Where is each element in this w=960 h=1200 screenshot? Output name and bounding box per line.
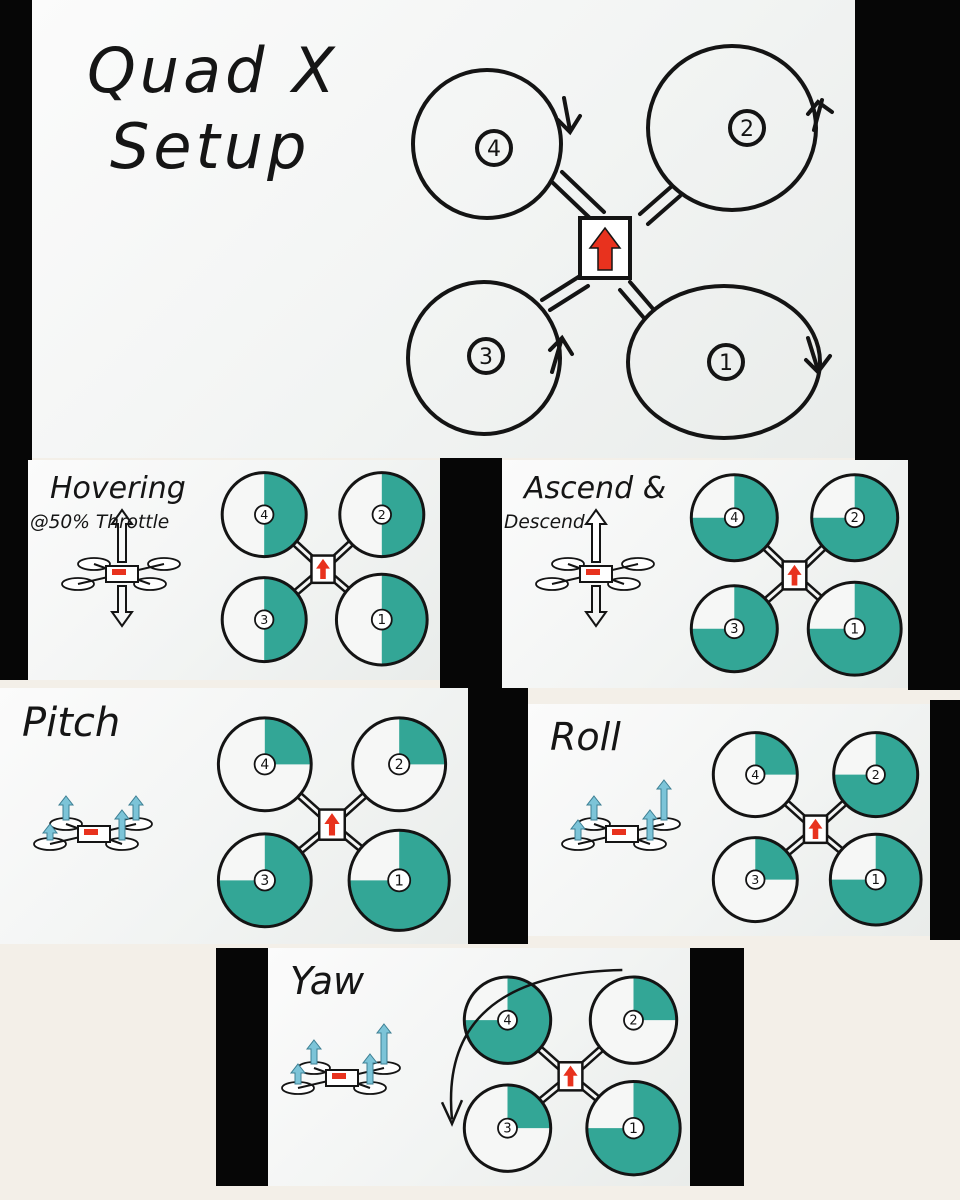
hover-motor-4-throttle (264, 472, 307, 557)
yaw-forward-arrow-icon (563, 1065, 578, 1087)
pitch-quad: 1 2 3 4 (216, 716, 451, 932)
yaw-motor-2-label: 2 (629, 1013, 637, 1028)
hover-mini-drone-icon (61, 508, 181, 628)
roll-motor-1-label: 1 (871, 872, 880, 888)
roll-motor-4-throttle (755, 732, 798, 775)
main-diagram: Quad X Setup 4 2 (87, 34, 834, 440)
ascend-motor-2-label: 2 (851, 511, 859, 526)
hover-motor-4-label: 4 (260, 507, 268, 522)
ascend-quad: 1 2 3 4 (689, 473, 903, 677)
pitch-motor-2-label: 2 (395, 757, 404, 773)
motor-4-prop (411, 68, 563, 220)
yaw-motor-2-prop (588, 975, 679, 1065)
ascend-motor-1-label: 1 (850, 621, 859, 637)
pitch-diagram: Pitch 1 2 3 4 (22, 700, 451, 932)
yaw-motor-3-prop (462, 1083, 553, 1173)
hover-motor-4-prop (220, 471, 308, 559)
yaw-motor-3-throttle (507, 1084, 551, 1129)
hover-motor-3-throttle (264, 577, 307, 662)
yaw-motor-3-label: 3 (503, 1121, 511, 1136)
ascend-motor-2-prop (810, 473, 900, 563)
motor-2-label: 2 (740, 117, 754, 142)
hover-forward-arrow-icon (316, 558, 330, 580)
hover-motor-2-throttle (381, 472, 424, 557)
ascend-diagram: Ascend & Descend 1 2 3 4 (504, 471, 903, 677)
roll-mini-drone-icon (561, 779, 681, 851)
panel-roll: Roll 1 2 3 4 (528, 704, 930, 936)
hover-subtitle: @50% Throttle (30, 512, 169, 533)
roll-motor-3-prop (711, 836, 799, 924)
pitch-motor-2-prop (351, 716, 448, 813)
yaw-motor-1-label: 1 (629, 1121, 638, 1137)
roll-motor-1-prop (828, 832, 923, 927)
ascend-mini-drone-icon (535, 508, 655, 628)
forward-arrow-icon (588, 226, 622, 271)
hover-motor-2-label: 2 (378, 507, 386, 522)
roll-forward-arrow-icon (808, 818, 823, 840)
roll-motor-3-throttle (755, 837, 798, 880)
hover-motor-3-label: 3 (260, 612, 268, 627)
ascend-motor-1-prop (806, 580, 903, 677)
hover-quad: 1 2 3 4 (220, 471, 429, 667)
pitch-motor-1-prop (347, 828, 451, 932)
main-title-line1: Quad X (87, 34, 339, 107)
roll-title: Roll (550, 715, 621, 759)
yaw-title: Yaw (290, 959, 365, 1003)
pitch-motor-3-prop (216, 832, 313, 929)
panel-pitch: Pitch 1 2 3 4 (0, 688, 468, 944)
ascend-motor-3-throttle (691, 585, 778, 672)
roll-motor-2-label: 2 (872, 767, 880, 782)
yaw-mini-drone-icon (281, 1023, 401, 1095)
ascend-motor-3-label: 3 (730, 622, 738, 637)
pitch-motor-4-prop (216, 716, 313, 813)
hover-diagram: Hovering @50% Throttle 1 2 3 4 (30, 471, 429, 667)
panel-yaw: Yaw 1 2 3 4 (268, 948, 690, 1186)
motor-1-prop (626, 284, 822, 440)
ascend-title: Ascend & (522, 471, 666, 506)
pitch-title: Pitch (22, 700, 120, 746)
motor-1-label: 1 (719, 351, 733, 376)
roll-quad: 1 2 3 4 (711, 731, 923, 927)
panel-quad-x-setup: Quad X Setup 4 2 (32, 0, 855, 458)
pitch-motor-4-throttle (264, 717, 312, 765)
yaw-motor-4-label: 4 (503, 1013, 511, 1028)
yaw-rotation-arrow-icon (449, 968, 623, 1120)
roll-motor-2-prop (832, 731, 920, 819)
main-title-line2: Setup (110, 110, 310, 183)
ascend-subtitle: Descend (504, 512, 585, 533)
roll-diagram: Roll 1 2 3 4 (550, 715, 923, 927)
yaw-motor-2-throttle (633, 976, 677, 1021)
motor-4-label: 4 (487, 137, 501, 162)
panel-ascend-descend: Ascend & Descend 1 2 3 4 (502, 460, 908, 688)
yaw-quad: 1 2 3 4 (440, 968, 682, 1177)
ascend-motor-4-label: 4 (730, 511, 738, 526)
hover-motor-2-prop (338, 471, 426, 559)
hover-motor-1-prop (334, 572, 429, 667)
hover-motor-1-throttle (381, 574, 428, 665)
roll-motor-4-prop (711, 731, 799, 819)
hover-title: Hovering (50, 471, 186, 506)
pitch-motor-4-label: 4 (260, 757, 269, 773)
roll-motor-3-label: 3 (751, 872, 759, 887)
yaw-motor-1-prop (585, 1080, 682, 1177)
yaw-motor-4-prop (462, 975, 553, 1065)
pitch-motor-2-throttle (399, 717, 446, 765)
pitch-motor-3-label: 3 (260, 873, 269, 889)
panel-hovering: Hovering @50% Throttle 1 2 3 4 (28, 460, 440, 680)
motor-3-prop (406, 280, 562, 436)
roll-motor-4-label: 4 (751, 767, 759, 782)
ascend-forward-arrow-icon (787, 564, 802, 586)
hover-motor-3-prop (220, 576, 308, 664)
pitch-motor-1-label: 1 (394, 871, 404, 889)
ascend-motor-3-prop (689, 584, 779, 674)
yaw-diagram: Yaw 1 2 3 4 (281, 959, 682, 1177)
ascend-motor-4-prop (689, 473, 779, 563)
pitch-mini-drone-icon (33, 795, 153, 851)
pitch-forward-arrow-icon (324, 813, 340, 836)
hover-motor-1-label: 1 (377, 612, 386, 628)
ascend-motor-4-throttle (691, 474, 778, 561)
motor-3-label: 3 (479, 345, 493, 370)
